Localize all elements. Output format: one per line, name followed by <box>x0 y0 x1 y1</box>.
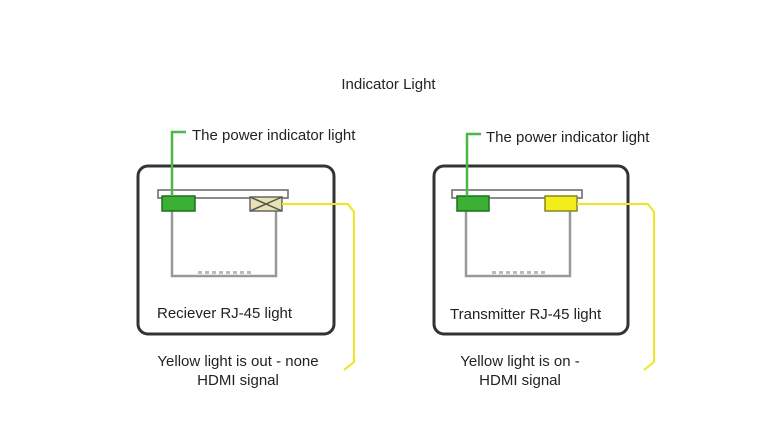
transmitter-yellow-led-on <box>544 195 578 212</box>
transmitter-socket-inner <box>451 189 583 199</box>
transmitter-caption-line1: Yellow light is on - <box>460 353 580 370</box>
receiver-socket <box>170 198 278 278</box>
transmitter-caption: Yellow light is on - HDMI signal <box>420 352 620 390</box>
receiver-power-label: The power indicator light <box>192 127 356 144</box>
receiver-yellow-led-off <box>249 196 283 212</box>
transmitter-power-label: The power indicator light <box>486 129 650 146</box>
receiver-caption-line2: HDMI signal <box>197 372 279 389</box>
transmitter-unit <box>432 132 655 371</box>
receiver-socket-inner <box>157 189 289 199</box>
transmitter-socket <box>464 198 572 278</box>
receiver-yellow-wire <box>282 203 355 371</box>
transmitter-green-led <box>456 195 490 212</box>
receiver-green-wire <box>170 130 186 196</box>
transmitter-socket-pins <box>492 271 545 274</box>
transmitter-frame <box>432 164 630 336</box>
transmitter-green-wire <box>465 132 481 196</box>
receiver-green-led <box>161 195 196 212</box>
receiver-unit <box>136 130 355 371</box>
transmitter-yellow-wire <box>577 203 655 371</box>
transmitter-caption-line2: HDMI signal <box>479 372 561 389</box>
receiver-socket-pins <box>198 271 251 274</box>
diagram-title: Indicator Light <box>341 76 436 93</box>
receiver-caption: Yellow light is out - none HDMI signal <box>140 352 336 390</box>
transmitter-port-label: Transmitter RJ-45 light <box>450 306 602 323</box>
receiver-frame <box>136 164 336 336</box>
receiver-port-label: Reciever RJ-45 light <box>157 305 293 322</box>
receiver-caption-line1: Yellow light is out - none <box>157 353 319 370</box>
